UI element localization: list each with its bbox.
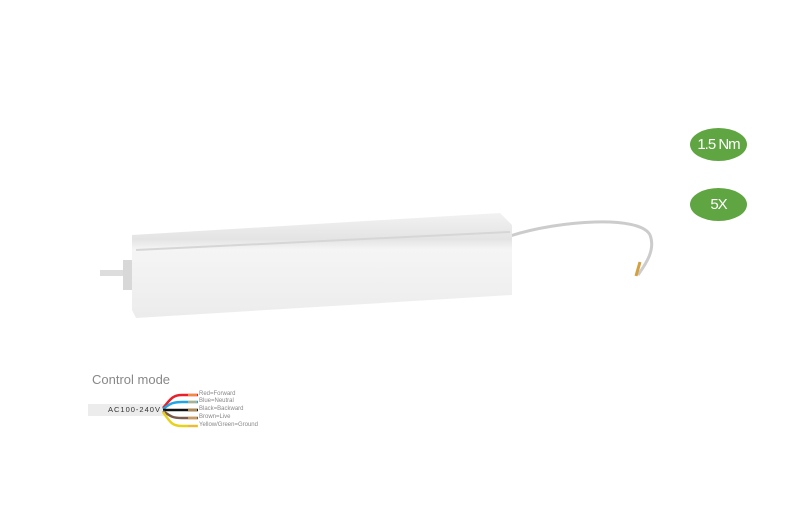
wire-label: Red=Forward bbox=[199, 391, 236, 397]
control-mode-title: Control mode bbox=[92, 372, 171, 387]
motor-endcap bbox=[123, 260, 133, 290]
speed-label: 5X bbox=[710, 196, 727, 213]
wire-red bbox=[162, 393, 198, 409]
wire-label: Brown=Live bbox=[199, 414, 231, 420]
motor-cable bbox=[509, 220, 654, 276]
wire-brown bbox=[162, 409, 198, 420]
power-cable bbox=[88, 404, 166, 416]
voltage-label: AC100-240V bbox=[108, 405, 161, 414]
motor-body bbox=[132, 213, 512, 318]
motor-shaft bbox=[100, 270, 125, 276]
wire-label: Black=Backward bbox=[199, 406, 244, 412]
torque-label: 1.5 Nm bbox=[697, 136, 740, 153]
speed-badge: 5X bbox=[690, 188, 747, 221]
wire-blue bbox=[162, 400, 198, 411]
wire-label: Blue=Neutral bbox=[199, 398, 234, 404]
torque-badge: 1.5 Nm bbox=[690, 128, 747, 161]
wire-label: Yellow/Green=Ground bbox=[199, 422, 258, 428]
wire-yellow-green bbox=[161, 411, 198, 428]
